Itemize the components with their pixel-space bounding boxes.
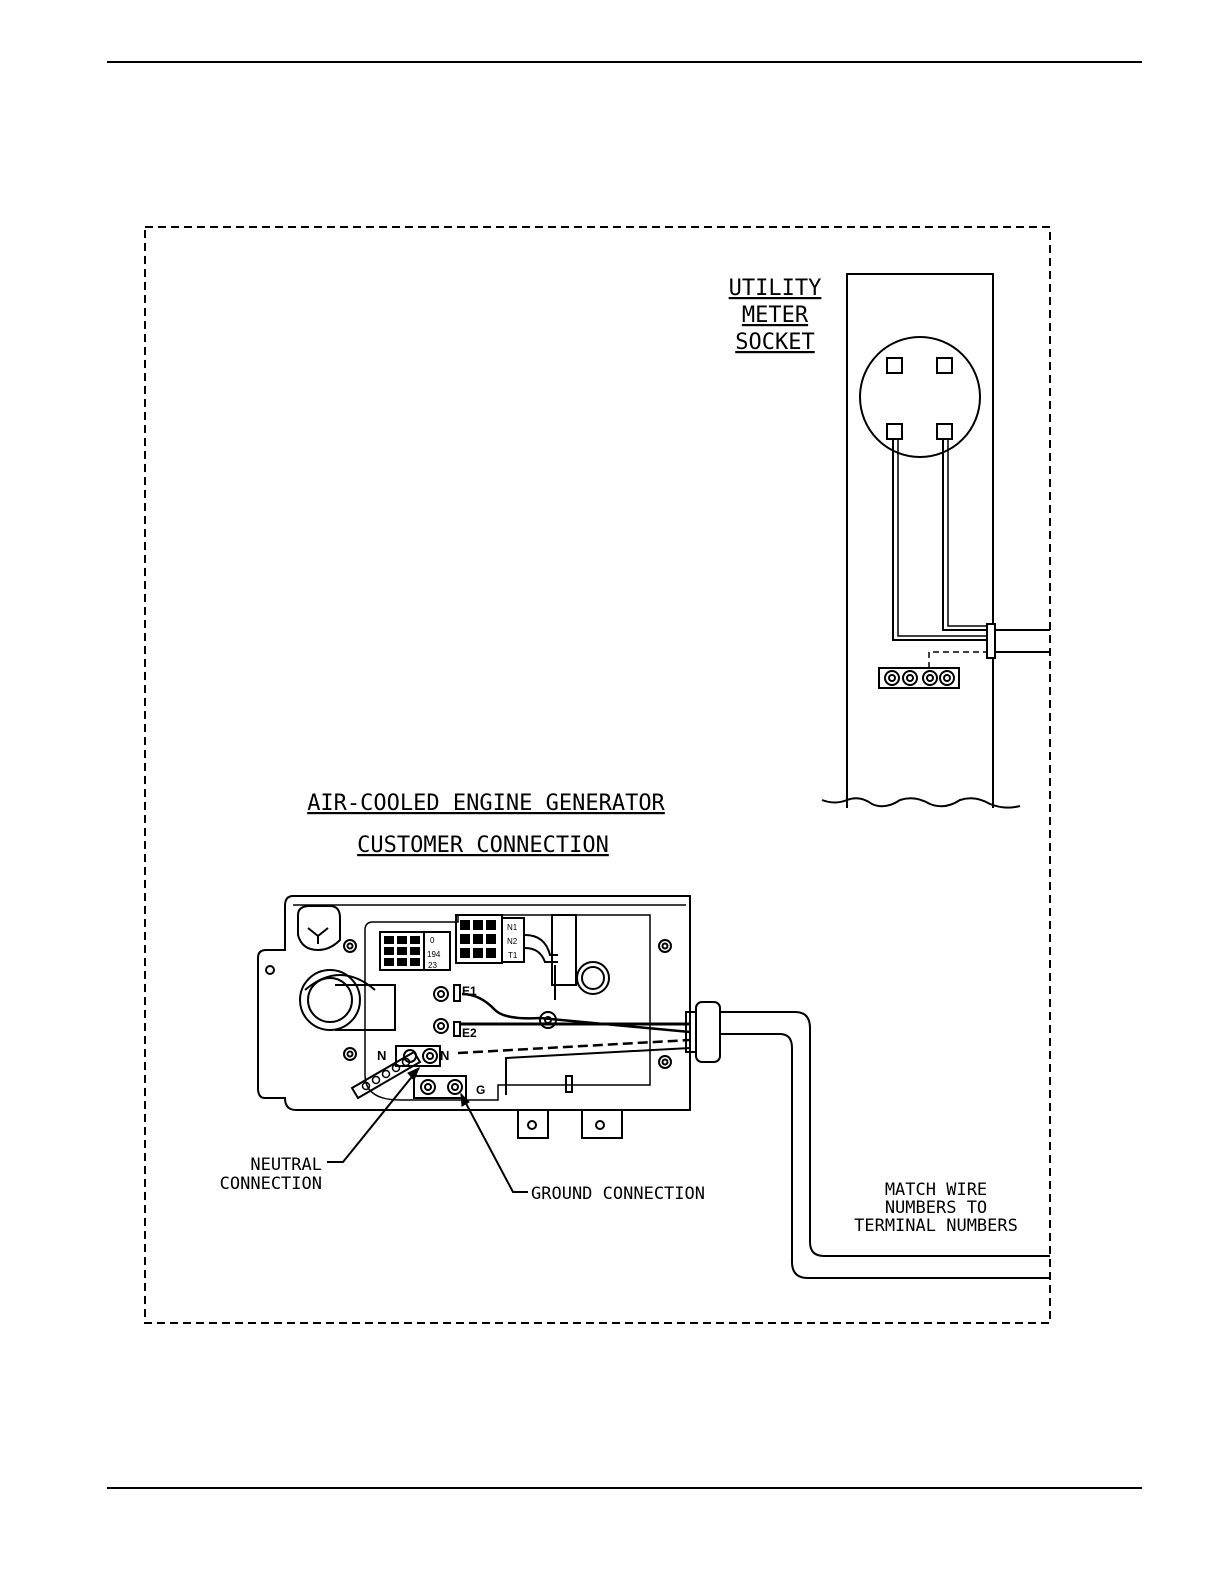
- svg-text:N2: N2: [507, 937, 518, 946]
- svg-text:E1: E1: [462, 984, 477, 998]
- svg-text:N: N: [440, 1048, 449, 1063]
- meter-socket-circle: [860, 337, 980, 457]
- meter-title-line-3: SOCKET: [735, 330, 814, 355]
- neutral-callout-line-1: NEUTRAL: [250, 1155, 322, 1175]
- meter-panel-outline: [847, 274, 993, 808]
- generator-subtitle: CUSTOMER CONNECTION: [357, 833, 609, 858]
- match-note-line-3: TERMINAL NUMBERS: [854, 1216, 1018, 1236]
- meter-wire-1: [893, 439, 988, 640]
- socket-jaw-tr: [937, 358, 952, 373]
- generator-connection-panel: [258, 896, 720, 1138]
- svg-text:T1: T1: [508, 951, 518, 960]
- socket-jaw-tl: [887, 358, 902, 373]
- neutral-callout: NEUTRAL CONNECTION: [220, 1068, 419, 1194]
- svg-text:194: 194: [427, 950, 441, 959]
- match-note-line-2: NUMBERS TO: [885, 1198, 987, 1218]
- svg-text:0: 0: [430, 936, 435, 945]
- match-wire-note: MATCH WIRE NUMBERS TO TERMINAL NUMBERS: [854, 1180, 1018, 1236]
- match-note-line-1: MATCH WIRE: [885, 1180, 987, 1200]
- generator-wire-e1: [462, 994, 690, 1032]
- socket-jaw-bl: [887, 424, 902, 439]
- generator-wire-n: [458, 1040, 690, 1053]
- meter-wire-2: [943, 439, 988, 630]
- neutral-stud: [423, 1049, 437, 1063]
- svg-text:G: G: [476, 1083, 485, 1097]
- e1-stud: [434, 987, 448, 1001]
- meter-wire-dashed: [929, 652, 988, 668]
- svg-text:23: 23: [428, 961, 437, 970]
- svg-text:N1: N1: [507, 923, 518, 932]
- meter-conduit-fitting: [987, 624, 995, 658]
- conduit-run-inner: [720, 1034, 1050, 1278]
- meter-wire-2b: [948, 439, 988, 626]
- mounting-tab-right: [582, 1110, 622, 1138]
- meter-title-line-1: UTILITY: [729, 276, 822, 301]
- generator-title: AIR-COOLED ENGINE GENERATOR: [307, 791, 665, 816]
- meter-break-line: [822, 798, 1020, 807]
- ground-callout-text: GROUND CONNECTION: [531, 1184, 705, 1204]
- mounting-tab-left: [518, 1110, 548, 1138]
- meter-title-line-2: METER: [742, 303, 809, 328]
- utility-meter-socket: UTILITY METER SOCKET: [729, 274, 1050, 808]
- neutral-callout-line-2: CONNECTION: [220, 1174, 322, 1194]
- svg-text:E2: E2: [462, 1026, 477, 1040]
- e2-stud: [434, 1019, 448, 1033]
- ground-stud: [448, 1080, 462, 1094]
- svg-text:N: N: [377, 1048, 386, 1063]
- generator-wire-g: [506, 1048, 690, 1095]
- socket-jaw-br: [937, 424, 952, 439]
